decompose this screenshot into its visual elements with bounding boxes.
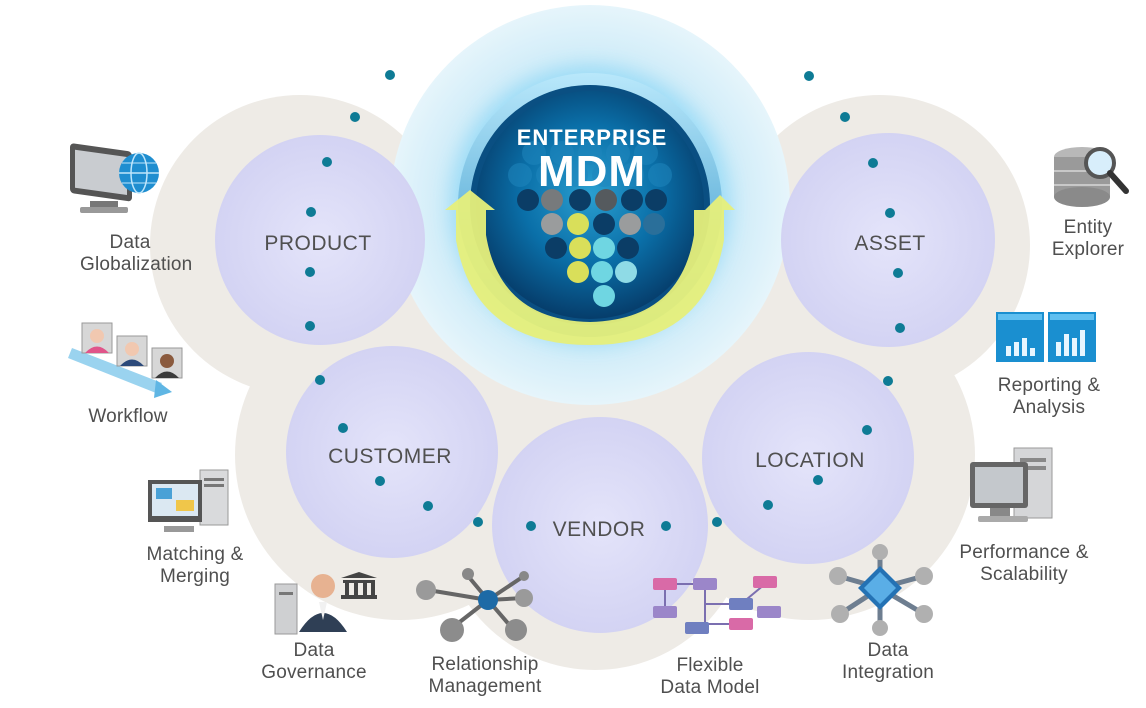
label-performance-scalability: Performance & Scalability (959, 542, 1089, 585)
segment-product-circle (215, 135, 425, 345)
segment-asset-label[interactable]: ASSET (854, 232, 925, 255)
segment-product-label[interactable]: PRODUCT (264, 232, 371, 255)
hub-title-line2: MDM (538, 147, 646, 196)
hub-title-line1: ENTERPRISE (517, 125, 668, 150)
segment-customer-label[interactable]: CUSTOMER (328, 445, 452, 468)
bar-chart-icon (996, 312, 1096, 362)
segment-asset-circle (781, 133, 995, 347)
segment-vendor-label[interactable]: VENDOR (553, 518, 646, 541)
label-relationship-management: Relationship Management (428, 654, 542, 697)
label-data-globalization: Data Globalization (80, 232, 193, 275)
monitor-globe-icon (70, 143, 159, 213)
integration-hub-icon (829, 544, 933, 636)
label-reporting-analysis: Reporting & Analysis (997, 375, 1101, 418)
server-computer-icon (970, 447, 1053, 522)
hub-arrow (445, 190, 735, 345)
label-entity-explorer: Entity Explorer (1051, 217, 1125, 260)
relationship-network-icon (416, 568, 533, 642)
governance-person-icon (274, 572, 377, 635)
label-workflow: Workflow (88, 406, 168, 427)
hub-dot-matrix (508, 141, 672, 307)
segment-circles (215, 133, 995, 633)
segment-location-circle (702, 352, 914, 564)
data-model-icon (653, 576, 781, 634)
hub: ENTERPRISE MDM (445, 67, 735, 345)
label-matching-merging: Matching & Merging (146, 544, 244, 587)
database-search-icon (1054, 147, 1129, 207)
segment-location-label[interactable]: LOCATION (755, 449, 865, 472)
computer-merge-icon (148, 469, 229, 532)
segment-customer-circle (286, 346, 498, 558)
label-data-integration: Data Integration (842, 640, 934, 683)
label-data-governance: Data Governance (261, 640, 367, 683)
users-workflow-icon (68, 322, 183, 398)
label-flexible-data-model: Flexible Data Model (660, 655, 760, 698)
connector-dots (305, 70, 905, 531)
